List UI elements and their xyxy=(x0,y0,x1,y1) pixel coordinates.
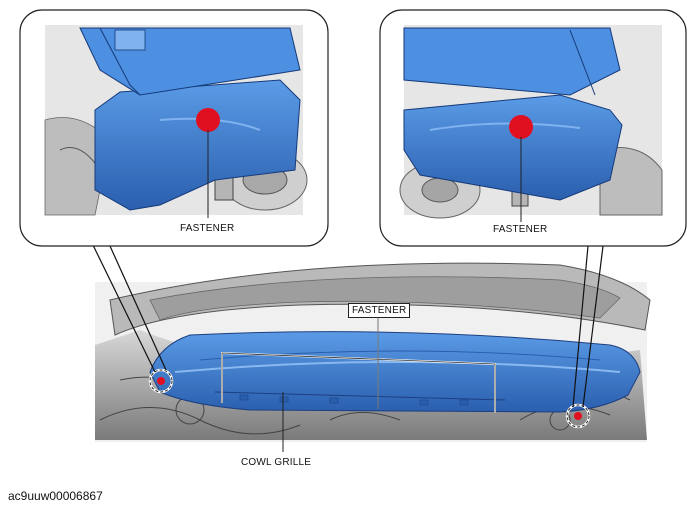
right-detail-callout xyxy=(379,9,687,247)
center-fastener-label: FASTENER xyxy=(348,303,411,318)
figure-id: ac9uuw00006867 xyxy=(8,489,103,503)
left-detail-callout xyxy=(19,9,329,247)
right-fastener-label: FASTENER xyxy=(493,224,548,235)
left-fastener-label: FASTENER xyxy=(180,223,235,234)
cowl-grille-label: COWL GRILLE xyxy=(241,457,312,468)
main-view xyxy=(91,242,651,452)
